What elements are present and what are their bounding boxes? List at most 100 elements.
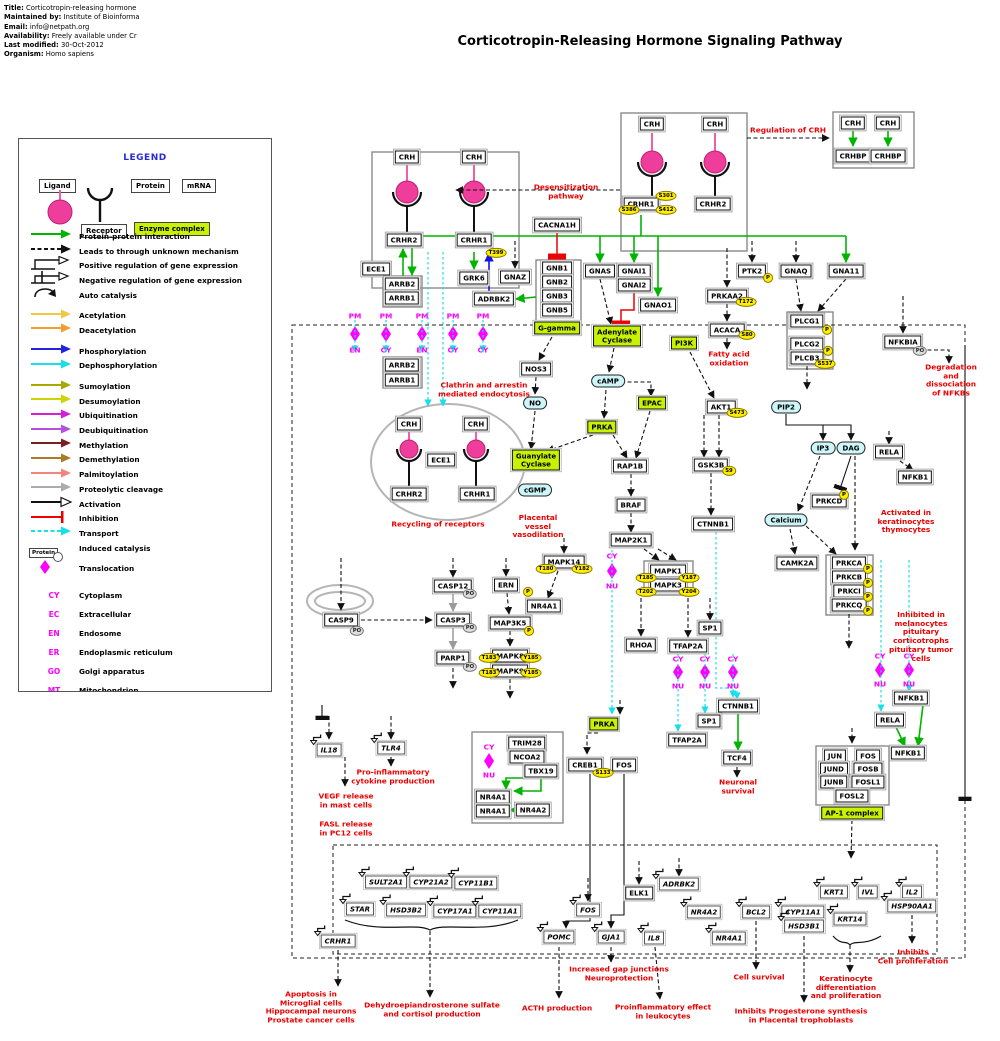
gene-crhr1: CRHR1 [313,925,356,948]
gene-sult2a1: SULT2A1 [358,866,407,889]
annotation-fatty-acid: Fatty acid oxidation [708,349,750,367]
edge [789,528,798,555]
legend-row-label: Leads to through unknown mechanism [79,246,239,256]
node-gnao1: GNAO1 [640,298,676,312]
annotation-increased-gap-junctions: Increased gap junctions Neuroprotection [569,964,669,982]
edge [847,819,856,859]
translocation-diamond-icon [478,326,488,342]
complex-container [786,311,834,370]
residue-badge-s412: S412 [655,204,677,216]
promoter-icon [590,921,603,933]
promoter-icon [704,922,717,934]
header-meta: Title: Corticotropin-releasing hormone M… [4,4,304,60]
gene-nr4a2: NR4A2 [679,896,722,919]
node-fos: FOS [856,749,880,763]
residue-badge-s133: S133 [592,767,614,779]
node-mapk3: MAPK3 [650,578,686,592]
node-prka: PRKA [589,717,619,731]
edge [612,434,628,459]
residue-badge-p: P [822,324,832,336]
node-nfkb1: NFKB1 [897,470,933,484]
node-tbx19: TBX19 [524,764,558,778]
legend-glyph-translocation [40,559,50,574]
node-crhbp: CRHBP [870,149,906,163]
location-label-pm: PM [379,311,393,321]
annotation-inhibited-in: Inhibited in melanocytes pituitary corti… [889,609,953,663]
location-label-cy: CY [672,654,684,664]
location-label-cy: CY [477,345,489,355]
node-casp12: CASP12 [433,579,473,593]
node-junb: JUNB [820,775,848,789]
location-label-nu: NU [605,581,619,591]
node-ctnnb1: CTNNB1 [693,517,733,531]
location-name: Extracellular [79,610,132,620]
promoter-icon [774,896,786,908]
promoter-icon [471,895,483,907]
legend-glyph-proteolytic-cleavage [31,482,71,492]
edge [833,455,852,493]
gene-hsd3b1: HSD3B1 [777,910,824,933]
gene-krt14: KRT14 [826,903,867,926]
annotation-placental: Placental vessel vasodilation [512,512,564,540]
legend-mrna-box: mRNA [182,179,216,193]
legend-row-inhibition: Inhibition [29,510,269,526]
node-ece1: ECE1 [427,453,455,467]
legend-row-label: Desumoylation [79,396,141,406]
legend-row-label: Deacetylation [79,325,137,335]
node-crh: CRH [702,117,728,131]
residue-badge-s9: S9 [722,465,736,477]
location-name: Cytoplasm [79,591,123,601]
gene-star: STAR [338,893,375,916]
translocation-diamond-icon [673,664,683,680]
legend-row-acetylation: Acetylation [29,308,269,323]
ligand-receptor-icon [462,428,490,488]
residue-badge-p: P [524,625,534,637]
legend-glyph-sumoylation [31,380,71,390]
legend-row-negative-regulation-of-gene-expression: Negative regulation of gene expression [29,271,269,288]
node-rhoa: RHOA [625,638,657,652]
translocation-diamond-icon [417,326,427,342]
node-casp3: CASP3 [436,613,470,627]
legend-row-transport: Transport [29,526,269,541]
annotation-vegf-release: VEGF release in mast cells [318,791,374,809]
edge [805,525,837,555]
promoter-icon [812,876,825,888]
location-label-pm: PM [476,311,490,321]
node-arrb1: ARRB1 [384,373,420,387]
annotation-cell-survival: Cell survival [733,972,785,982]
brace [344,919,519,931]
node-cacna1h: CACNA1H [534,218,580,232]
legend-row-label: Ubiquitination [79,411,138,421]
legend-row-label: Inhibition [79,514,119,524]
annotation-pro-inflammatory: Pro-inflammatory cytokine production [351,767,435,785]
node-gnb1: GNB1 [542,261,572,275]
node-pi3k: PI3K [670,336,698,350]
modification-badge-po: PO [912,345,928,357]
legend-row-auto-catalysis: Auto catalysis [29,288,269,303]
meta-availability: Availability: Freely available under Cr [4,31,137,40]
translocation-diamond-icon [381,326,391,342]
node-fosb: FOSB [853,762,883,776]
residue-badge-p: P [863,605,873,617]
edge [689,351,715,399]
promoter-icon [777,910,789,922]
node-prkcb: PRKCB [831,570,867,584]
gene-il2: IL2 [895,876,922,899]
node-crhbp: CRHBP [835,149,871,163]
promoter-icon [637,922,649,934]
location-label-pm: PM [446,311,460,321]
residue-badge-s537: S537 [814,358,836,370]
location-label-nu: NU [873,679,887,689]
gene-cyp21a2: CYP21A2 [402,866,453,889]
gene-hsp90aa1: HSP90AA1 [880,890,937,913]
annotation-recycling-of-receptors: Recycling of receptors [391,519,485,529]
catalysis-circle-icon [53,551,64,562]
legend-row-proteolytic-cleavage: Proteolytic cleavage [29,482,269,497]
node-ncoa2: NCOA2 [509,750,545,764]
legend-glyph-activation [31,496,73,508]
node-prka: PRKA [587,420,617,434]
legend-glyph-phosphorylation [31,344,71,354]
node-braf: BRAF [616,498,646,512]
location-label-nu: NU [671,681,685,691]
